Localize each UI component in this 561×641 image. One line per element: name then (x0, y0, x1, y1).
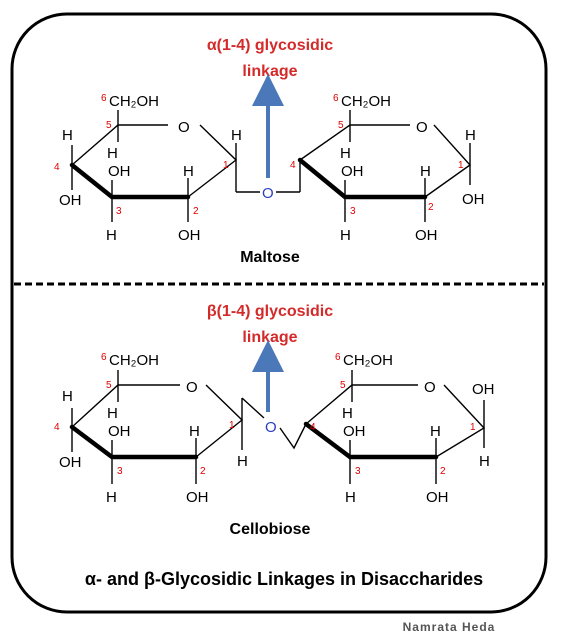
atom-label: CH₂OH (343, 352, 393, 369)
atom-label: CH₂OH (341, 93, 391, 110)
carbon-number-label: 3 (355, 466, 361, 477)
atom-label: OH (343, 423, 366, 440)
atom-label: OH (415, 227, 438, 244)
carbon-number-label: 2 (200, 466, 206, 477)
atom-label: OH (341, 163, 364, 180)
maltose-ring-1: 6 CH₂OH 5 O H 1 H 4 OH H OH 3 H H 2 OH (54, 93, 260, 244)
atom-label: H (62, 127, 73, 144)
cellobiose-bridge-oxygen: O (265, 419, 277, 436)
cellobiose-linkage-label-line2: linkage (242, 329, 297, 346)
atom-label: H (106, 227, 117, 244)
bond-line (305, 384, 418, 425)
atom-label: OH (108, 163, 131, 180)
carbon-number-label: 4 (290, 160, 296, 171)
atom-label: H (106, 489, 117, 506)
carbon-number-label: 6 (333, 93, 339, 104)
atom-label: OH (178, 227, 201, 244)
atom-label: O (178, 119, 190, 136)
carbon-number-label: 2 (428, 202, 434, 213)
cellobiose-name: Cellobiose (230, 521, 311, 538)
atom-label: OH (186, 489, 209, 506)
bond-line (187, 124, 238, 198)
carbon-number-label: 1 (223, 160, 229, 171)
carbon-number-label: 6 (335, 352, 341, 363)
atom-label: O (424, 379, 436, 396)
carbon-number-label: 3 (116, 206, 122, 217)
atom-label: H (479, 453, 490, 470)
atom-label: H (430, 423, 441, 440)
bond-line (71, 384, 180, 428)
maltose-linkage-label-line2: linkage (242, 63, 297, 80)
bond-line (279, 423, 307, 450)
bond-line (71, 124, 168, 166)
atom-label: H (340, 145, 351, 162)
atom-label: H (107, 145, 118, 162)
atom-label: H (340, 227, 351, 244)
carbon-number-label: 4 (310, 422, 316, 433)
diagram-title: α- and β-Glycosidic Linkages in Disaccha… (85, 569, 483, 589)
bond-line (303, 421, 439, 460)
outer-border (10, 12, 548, 614)
atom-label: OH (426, 489, 449, 506)
atom-label: O (186, 379, 198, 396)
atom-label: H (107, 405, 118, 422)
atom-label: H (342, 405, 353, 422)
maltose-ring-2: 6 CH₂OH 5 O H 1 OH 4 H OH 3 H H 2 OH (290, 93, 485, 244)
maltose-name: Maltose (240, 249, 300, 266)
atom-label: H (420, 163, 431, 180)
atom-label: CH₂OH (109, 93, 159, 110)
carbon-number-label: 5 (106, 380, 112, 391)
carbon-number-label: 2 (193, 206, 199, 217)
carbon-number-label: 2 (440, 466, 446, 477)
atom-label: OH (108, 423, 131, 440)
carbon-number-label: 5 (340, 380, 346, 391)
cellobiose-ring-1: 6 CH₂OH 5 O 1 H H 4 OH H OH 3 H H 2 OH (54, 352, 265, 506)
carbon-number-label: 6 (101, 352, 107, 363)
carbon-number-label: 3 (350, 206, 356, 217)
atom-label: CH₂OH (109, 352, 159, 369)
cellobiose-ring-2: 6 CH₂OH 5 O OH 1 H 4 H OH 3 H H 2 OH (303, 352, 495, 506)
atom-label: OH (472, 381, 495, 398)
bond-line (69, 424, 199, 460)
atom-label: H (183, 163, 194, 180)
author-signature: Namrata Heda (403, 620, 496, 634)
atom-label: OH (462, 191, 485, 208)
bond-line (299, 124, 410, 161)
carbon-number-label: 5 (338, 120, 344, 131)
bond-line (195, 384, 244, 458)
maltose-bridge-oxygen: O (262, 185, 274, 202)
bond-line (241, 397, 265, 419)
atom-label: H (345, 489, 356, 506)
carbon-number-label: 1 (470, 422, 476, 433)
cellobiose-section: β(1-4) glycosidic linkage 6 CH₂OH 5 O 1 … (54, 303, 495, 538)
cellobiose-linkage-label-line1: β(1-4) glycosidic (207, 303, 333, 320)
carbon-number-label: 4 (54, 162, 60, 173)
atom-label: OH (59, 192, 82, 209)
carbon-number-label: 3 (117, 466, 123, 477)
carbon-number-label: 6 (101, 93, 107, 104)
atom-label: H (465, 127, 476, 144)
atom-label: H (189, 423, 200, 440)
maltose-section: α(1-4) glycosidic linkage 6 CH₂OH 5 O H … (54, 37, 485, 266)
maltose-linkage-label-line1: α(1-4) glycosidic (207, 37, 333, 54)
atom-label: H (237, 453, 248, 470)
carbon-number-label: 1 (229, 420, 235, 431)
atom-label: O (416, 119, 428, 136)
carbon-number-label: 4 (54, 422, 60, 433)
carbon-number-label: 1 (458, 160, 464, 171)
atom-label: H (62, 388, 73, 405)
atom-label: OH (59, 454, 82, 471)
atom-label: H (231, 127, 242, 144)
carbon-number-label: 5 (106, 120, 112, 131)
